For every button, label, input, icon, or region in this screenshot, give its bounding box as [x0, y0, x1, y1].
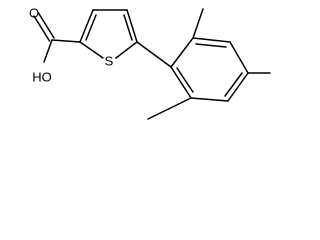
methyl-bottom [147, 97, 192, 120]
bond-carbonyl-1 [37, 12, 55, 39]
bond-c-oh [43, 39, 53, 63]
bond-carbonyl-2 [33, 15, 51, 42]
bond-c5-s [115, 41, 138, 59]
bond-a4-a5 [227, 72, 249, 102]
methyl-top [192, 8, 204, 39]
bond-c4-c5 [126, 9, 138, 43]
bond-a2-a3 [192, 37, 231, 43]
hydroxyl-label: HO [32, 69, 52, 84]
sulfur-label: S [105, 53, 114, 68]
bond-acid-to-ring [51, 39, 81, 43]
bond-c4-c5-inner [123, 14, 133, 41]
bond-a6-a1-inner [176, 67, 194, 93]
oxygen-label: O [29, 5, 39, 20]
bond-a6-a1 [170, 66, 192, 99]
bond-thiophene-to-aryl [136, 41, 172, 68]
bond-a4-a5-inner [224, 72, 243, 97]
carboxylic-acid-group: O HO [29, 5, 81, 84]
bond-c2-c3 [79, 9, 94, 43]
bond-a5-a6 [190, 97, 229, 102]
bond-c2-c3-inner [85, 14, 97, 41]
methyl-groups [147, 8, 271, 120]
molecule-diagram: O HO S [0, 0, 278, 135]
bond-a1-a2 [170, 37, 194, 68]
bond-a2-a3-inner [195, 43, 227, 48]
bond-a3-a4 [229, 41, 249, 74]
mesityl-ring [170, 37, 249, 102]
bond-s-c2 [79, 41, 104, 59]
structure-drawing: O HO S [29, 5, 271, 120]
thiophene-ring: S [79, 9, 138, 68]
